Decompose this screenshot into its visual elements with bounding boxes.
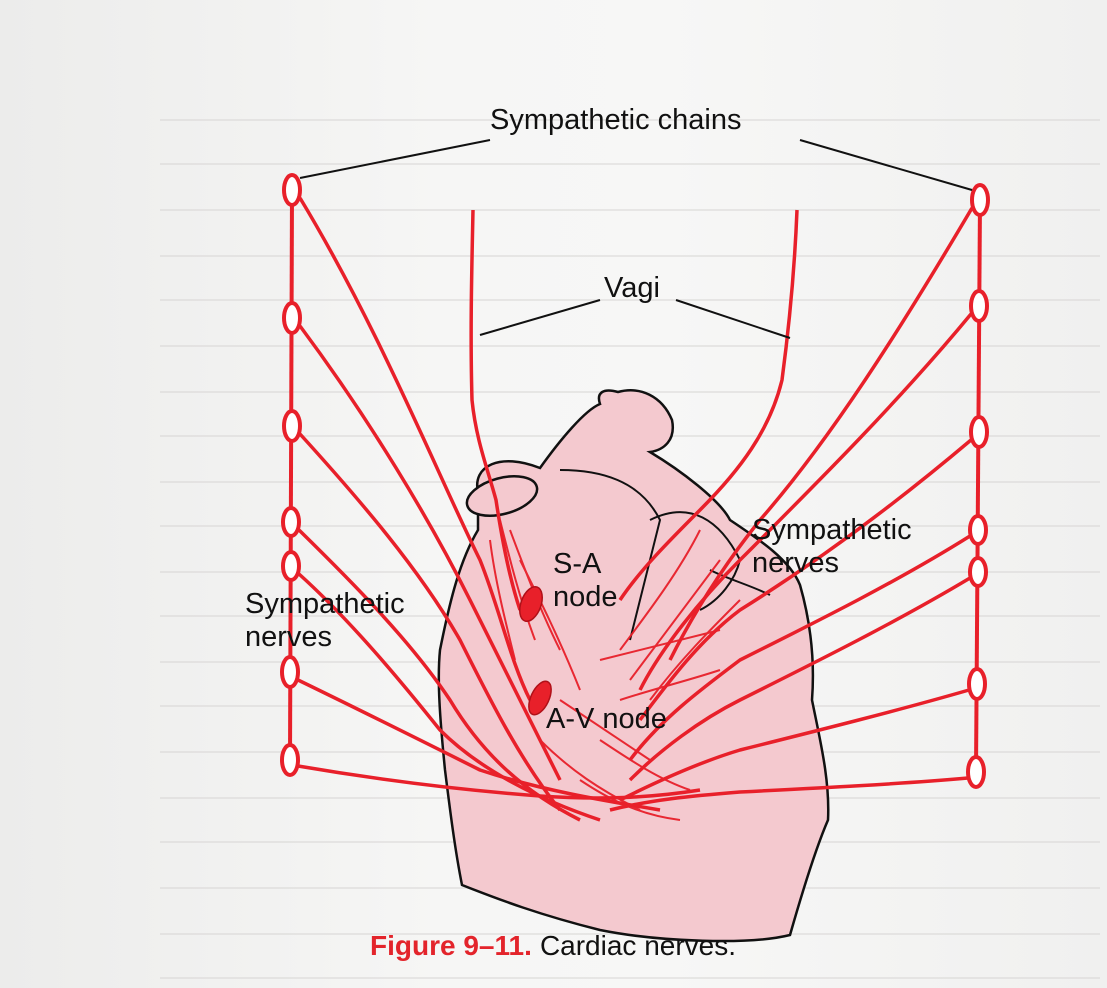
left-ganglion xyxy=(283,508,299,536)
right-ganglion xyxy=(972,185,988,215)
right-ganglion xyxy=(968,757,984,787)
right-ganglion xyxy=(971,291,987,321)
right-ganglion xyxy=(969,669,985,699)
left-ganglion xyxy=(284,411,300,441)
sa-node-label: S-A node xyxy=(553,548,618,615)
right-ganglion xyxy=(971,417,987,447)
right-ganglion xyxy=(970,516,986,544)
heart xyxy=(439,390,828,941)
sympathetic-nerves-right-label: Sympathetic nerves xyxy=(752,514,912,581)
left-ganglion xyxy=(282,657,298,687)
sympathetic-nerves-left-label: Sympathetic nerves xyxy=(245,588,405,655)
av-node-label: A-V node xyxy=(546,703,667,736)
left-ganglion xyxy=(283,552,299,580)
right-ganglion xyxy=(970,558,986,586)
figure-caption: Figure 9–11. Cardiac nerves. xyxy=(370,930,736,963)
left-ganglion xyxy=(282,745,298,775)
sympathetic-chains-label: Sympathetic chains xyxy=(490,104,741,137)
label-leader-lines xyxy=(300,140,972,338)
left-ganglion xyxy=(284,303,300,333)
heart-outline xyxy=(439,390,828,941)
vagi-label: Vagi xyxy=(604,272,660,305)
sympathetic-nerves-left-line1: Sympathetic xyxy=(245,588,405,621)
sa-node-line2: node xyxy=(553,581,618,614)
left-ganglion xyxy=(284,175,300,205)
figure-caption-text: Cardiac nerves. xyxy=(540,930,736,961)
figure-caption-number: Figure 9–11. xyxy=(370,930,532,961)
sa-node-line1: S-A xyxy=(553,548,618,581)
sympathetic-nerves-right-line2: nerves xyxy=(752,547,912,580)
sympathetic-nerves-right-line1: Sympathetic xyxy=(752,514,912,547)
sympathetic-nerves-left-line2: nerves xyxy=(245,621,405,654)
